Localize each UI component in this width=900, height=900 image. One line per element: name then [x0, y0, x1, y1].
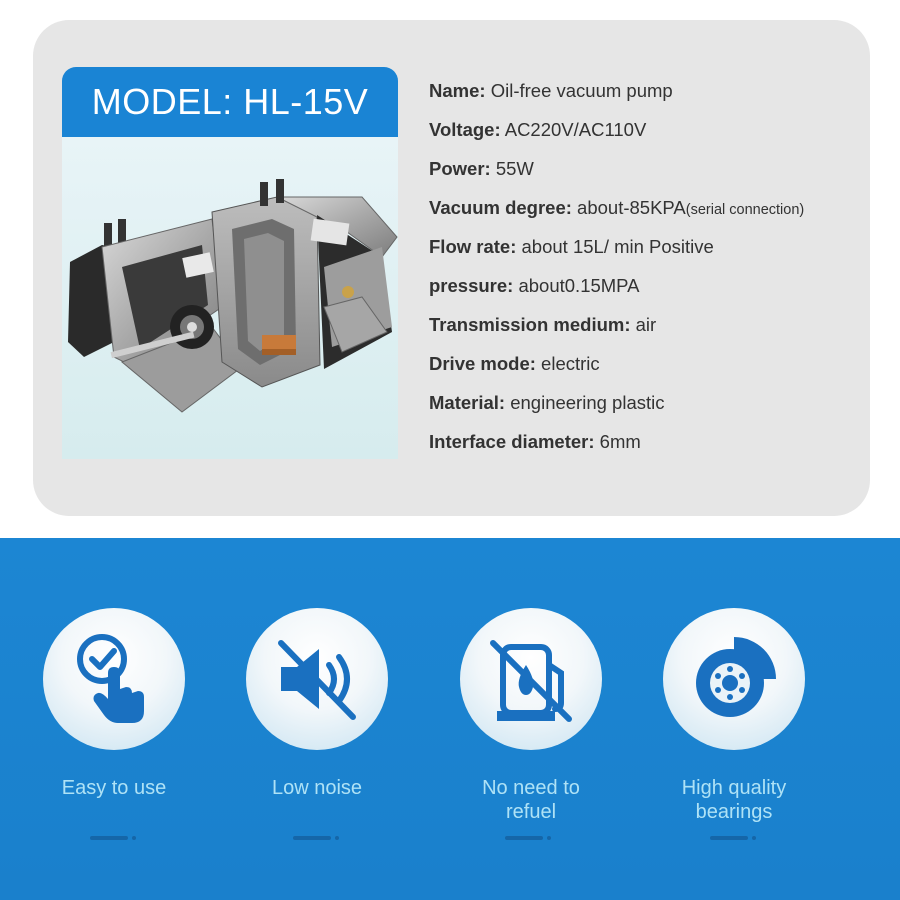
bearing-icon [696, 637, 776, 717]
spec-list: Name: Oil-free vacuum pump Voltage: AC22… [429, 78, 859, 468]
spec-transmission-medium: Transmission medium: air [429, 314, 657, 335]
vacuum-pump-image [68, 179, 398, 413]
model-label: MODEL: HL-15V [91, 81, 369, 122]
feature-label: No need to refuel [482, 777, 580, 823]
spec-drive-mode: Drive mode: electric [429, 353, 600, 374]
spec-voltage: Voltage: AC220V/AC110V [429, 119, 647, 140]
feature-label: High quality bearings [681, 777, 787, 823]
spec-flow-rate: Flow rate: about 15L/ min Positive [429, 236, 714, 257]
touch-check-icon [77, 634, 144, 723]
spec-vacuum-degree: Vacuum degree: about-85KPA(serial connec… [429, 197, 805, 218]
spec-interface-diameter: Interface diameter: 6mm [429, 431, 641, 452]
feature-no-need-to-refuel: No need to refuel [456, 608, 606, 824]
divider-dash [710, 836, 758, 840]
feature-circle [43, 608, 185, 750]
spec-power: Power: 55W [429, 158, 534, 179]
feature-circle [460, 608, 602, 750]
feature-high-quality-bearings: High quality bearings [659, 608, 809, 824]
feature-label: Easy to use [61, 777, 167, 799]
no-fuel-icon [490, 640, 572, 722]
feature-low-noise: Low noise [242, 608, 392, 800]
feature-circle [246, 608, 388, 750]
divider-dash [293, 836, 341, 840]
spec-name: Name: Oil-free vacuum pump [429, 80, 673, 101]
divider-dash [90, 836, 138, 840]
model-banner: MODEL: HL-15V [62, 67, 398, 137]
spec-material: Material: engineering plastic [429, 392, 665, 413]
speaker-muted-icon [278, 640, 356, 720]
spec-pressure: pressure: about0.15MPA [429, 275, 640, 296]
feature-circle [663, 608, 805, 750]
feature-easy-to-use: Easy to use [39, 608, 189, 800]
divider-dash [505, 836, 553, 840]
product-photo [62, 137, 398, 459]
feature-label: Low noise [271, 777, 363, 799]
